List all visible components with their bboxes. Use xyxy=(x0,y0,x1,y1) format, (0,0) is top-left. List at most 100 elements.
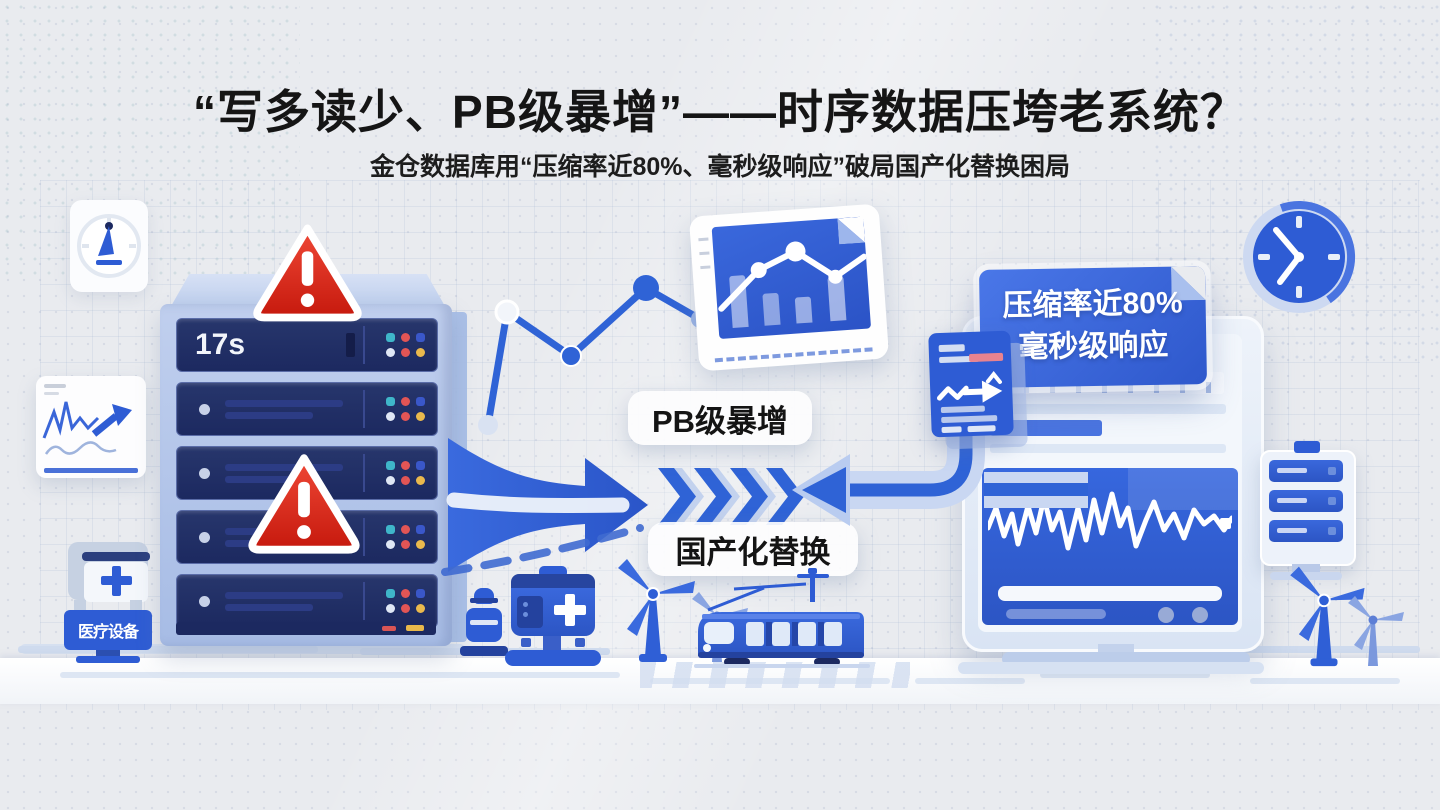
server-bar-port xyxy=(1328,497,1336,505)
status-leds xyxy=(386,333,425,357)
ground-segment xyxy=(1250,678,1400,684)
person-strap xyxy=(470,620,498,625)
page-title: “写多读少、PB级暴增”——时序数据压垮老系统？ xyxy=(193,86,1247,138)
page-subtitle: 金仓数据库用“压缩率近80%、毫秒级响应”破局国产化替换困局 xyxy=(369,153,1071,181)
doc-line xyxy=(938,344,965,353)
flow-label-pb-text: PB级暴增 xyxy=(651,403,789,439)
drive-dot xyxy=(199,532,210,543)
status-led xyxy=(401,333,410,342)
unit-divider xyxy=(363,454,365,492)
indicator-red xyxy=(382,626,396,631)
axis-mark xyxy=(698,237,709,242)
status-leds xyxy=(386,525,425,549)
flow-label-replace: 国产化替换 xyxy=(648,522,858,576)
status-led xyxy=(416,589,425,598)
medkit-dot xyxy=(523,602,528,607)
clock-gauge-icon xyxy=(77,214,141,278)
trend-report-card xyxy=(36,376,146,478)
wind-turbine-icon xyxy=(1290,566,1365,667)
server-bar xyxy=(1269,460,1343,482)
unit-line xyxy=(225,464,343,471)
medical-device-connector xyxy=(130,600,142,610)
medical-device-label: 医疗设备 xyxy=(64,610,152,650)
corner-dot-pattern-top-left xyxy=(0,0,300,280)
status-led xyxy=(401,461,410,470)
medkit-panel xyxy=(517,596,543,628)
clock-icon xyxy=(1243,201,1355,313)
wind-turbine-icon xyxy=(1348,596,1404,666)
status-led xyxy=(386,525,395,534)
status-led xyxy=(416,348,425,357)
footer-dot xyxy=(1158,607,1174,623)
status-led xyxy=(401,397,410,406)
medkit-support xyxy=(575,638,585,647)
status-led xyxy=(401,476,410,485)
axis-mark xyxy=(700,265,711,270)
indicator-yellow xyxy=(406,625,424,631)
server-bar-dash xyxy=(1277,498,1307,503)
status-led xyxy=(386,333,395,342)
mini-server-base xyxy=(1270,572,1342,580)
unit-line xyxy=(225,400,343,407)
doc-line xyxy=(941,426,962,434)
status-leds xyxy=(386,589,425,613)
drive-dot xyxy=(199,468,210,479)
unit-line xyxy=(225,476,313,483)
status-led xyxy=(386,589,395,598)
unit-divider xyxy=(363,326,365,364)
server-bar-port xyxy=(1328,527,1336,535)
result-line-1: 压缩率近80% xyxy=(1002,286,1183,323)
drive-dot xyxy=(199,596,210,607)
status-led xyxy=(386,461,395,470)
unit-line xyxy=(225,592,343,599)
status-led xyxy=(386,540,395,549)
trend-chart-icon xyxy=(42,384,138,473)
person-cap xyxy=(470,598,498,603)
person-figure xyxy=(458,588,510,664)
mini-server-neck xyxy=(1292,564,1320,574)
footer-dot xyxy=(1192,607,1208,623)
status-led xyxy=(386,476,395,485)
mini-server-display xyxy=(1260,441,1356,566)
medkit-support xyxy=(521,638,531,647)
mini-chart-card xyxy=(688,203,890,372)
screen-divider-bar xyxy=(998,586,1222,601)
status-leds xyxy=(386,461,425,485)
dashed-underline xyxy=(714,347,873,363)
status-leds xyxy=(386,397,425,421)
ground-segment xyxy=(18,646,318,653)
waveform-icon xyxy=(988,491,1232,551)
server-bar-dash xyxy=(1277,528,1307,533)
medical-device-topbar xyxy=(82,552,150,561)
status-led xyxy=(416,333,425,342)
status-led xyxy=(416,525,425,534)
latency-label: 17s xyxy=(195,328,246,361)
person-base xyxy=(460,646,508,656)
medical-device-panel xyxy=(84,562,148,602)
return-arrow-left xyxy=(792,368,1088,526)
medkit-lid xyxy=(511,574,595,590)
throughput-arrow-icon xyxy=(936,371,1003,403)
doc-line-red xyxy=(968,352,1004,363)
growth-line-chart xyxy=(478,275,709,435)
status-led xyxy=(416,540,425,549)
medkit-body xyxy=(511,588,595,636)
medical-device-head xyxy=(68,542,150,602)
wind-turbine-icon xyxy=(618,559,695,662)
medkit-base xyxy=(505,650,601,666)
unit-line xyxy=(225,604,313,611)
bar-chart-icon xyxy=(711,216,872,339)
unit-divider xyxy=(363,518,365,556)
status-led xyxy=(401,540,410,549)
server-bar xyxy=(1269,520,1343,542)
person-body xyxy=(466,608,502,642)
ruler-ticks xyxy=(998,382,1216,393)
medical-device-neck xyxy=(96,650,120,658)
medkit-neck xyxy=(543,636,561,650)
medical-kit-icon xyxy=(505,566,601,666)
rack-unit-2 xyxy=(176,382,438,436)
unit-line xyxy=(225,412,313,419)
flow-label-pb: PB级暴增 xyxy=(628,391,812,445)
drive-dot xyxy=(199,404,210,415)
